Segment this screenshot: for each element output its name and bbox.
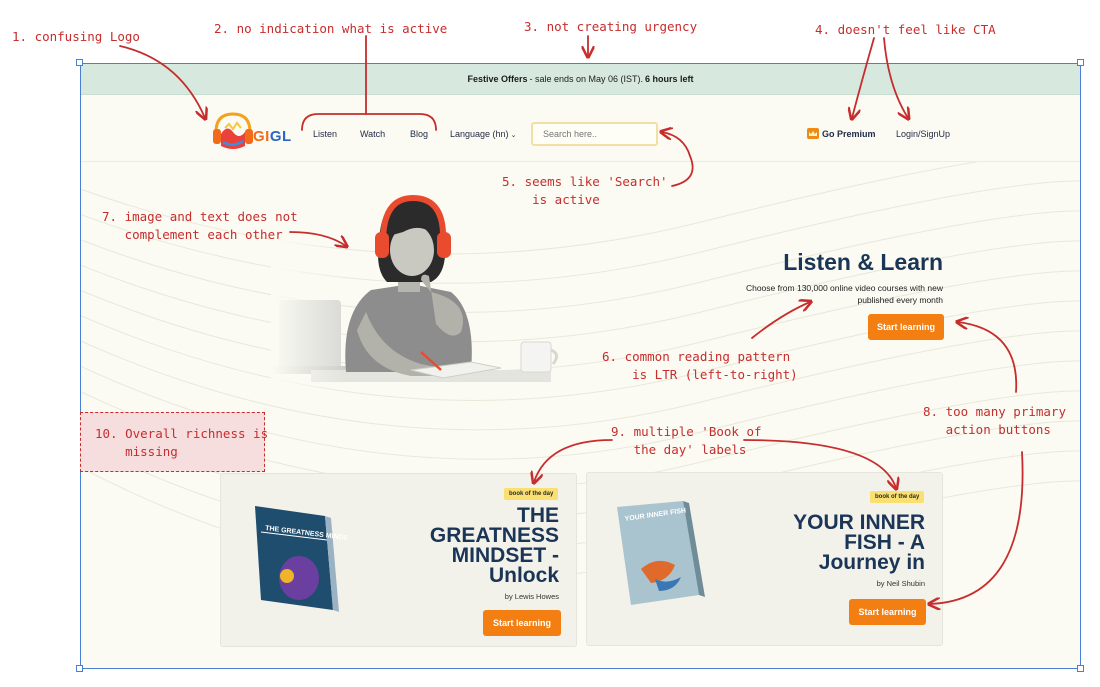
nav-watch[interactable]: Watch bbox=[360, 129, 386, 139]
nav-divider bbox=[81, 161, 1080, 162]
annotation-5: 5. seems like 'Search' is active bbox=[502, 174, 668, 207]
offer-banner: Festive Offers - sale ends on May 06 (IS… bbox=[81, 64, 1080, 95]
book-cover-your-inner-fish[interactable]: YOUR INNER FISH bbox=[611, 499, 711, 611]
book-cover-greatness-mindset[interactable]: THE GREATNESS MINDSET bbox=[247, 502, 347, 614]
frame-resize-handle[interactable] bbox=[1077, 665, 1084, 672]
book-author: by Lewis Howes bbox=[504, 592, 559, 601]
book-title-line: MINDSET - bbox=[451, 544, 559, 567]
frame-resize-handle[interactable] bbox=[1077, 59, 1084, 66]
logo-text[interactable]: GIGL bbox=[253, 128, 292, 145]
book-start-learning-button[interactable]: Start learning bbox=[483, 610, 561, 636]
nav-listen[interactable]: Listen bbox=[313, 129, 338, 139]
offer-text: - sale ends on May 06 (IST). bbox=[529, 74, 644, 84]
go-premium-label: Go Premium bbox=[822, 128, 876, 139]
book-title: THE GREATNESS MINDSET - Unlock bbox=[429, 504, 559, 587]
annotation-6: 6. common reading pattern is LTR (left-t… bbox=[602, 349, 798, 382]
book-title-line: Journey in bbox=[818, 551, 925, 574]
annotation-1: 1. confusing Logo bbox=[12, 29, 140, 44]
search-input[interactable] bbox=[531, 122, 658, 146]
annotation-4: 4. doesn't feel like CTA bbox=[815, 22, 996, 37]
logo-text-part-2: GL bbox=[269, 128, 292, 145]
book-title-line: THE bbox=[517, 504, 559, 527]
book-of-the-day-badge: book of the day bbox=[870, 491, 925, 503]
book-title-line: YOUR INNER bbox=[793, 511, 925, 534]
crown-icon bbox=[807, 128, 819, 139]
book-title-line: GREATNESS bbox=[429, 524, 559, 547]
annotation-10: 10. Overall richness is missing bbox=[95, 426, 269, 459]
website-frame: Festive Offers - sale ends on May 06 (IS… bbox=[80, 63, 1081, 669]
logo-text-part-1: GI bbox=[253, 128, 270, 145]
book-title: YOUR INNER FISH - A Journey in bbox=[793, 511, 925, 574]
annotation-box-richness bbox=[80, 412, 265, 472]
book-of-the-day-badge: book of the day bbox=[504, 488, 559, 500]
annotation-8: 8. too many primary action buttons bbox=[923, 404, 1066, 437]
book-author: by Neil Shubin bbox=[876, 579, 925, 588]
headphone-logo-icon[interactable] bbox=[211, 110, 291, 152]
hero-illustration bbox=[271, 192, 561, 392]
hero-title: Listen & Learn bbox=[783, 249, 943, 275]
login-signup-link[interactable]: Login/SignUp bbox=[896, 129, 951, 139]
chevron-down-icon: ⌄ bbox=[510, 132, 517, 139]
book-title-line: Unlock bbox=[488, 564, 559, 587]
book-title-line: FISH - A bbox=[844, 531, 925, 554]
annotation-7: 7. image and text does not complement ea… bbox=[102, 209, 298, 242]
hero-start-learning-button[interactable]: Start learning bbox=[868, 314, 944, 340]
book-card[interactable]: book of the day THE GREATNESS MINDSET TH… bbox=[220, 473, 577, 647]
offer-countdown: 6 hours left bbox=[645, 74, 694, 84]
nav-language-dropdown[interactable]: Language (hn)⌄ bbox=[450, 129, 516, 139]
book-card[interactable]: book of the day YOUR INNER FISH YOUR INN… bbox=[586, 472, 943, 646]
annotation-9: 9. multiple 'Book of the day' labels bbox=[611, 424, 762, 457]
hero-subtitle: Choose from 130,000 online video courses… bbox=[745, 283, 943, 305]
nav-blog[interactable]: Blog bbox=[410, 129, 429, 139]
language-label: Language (hn) bbox=[450, 129, 509, 139]
frame-resize-handle[interactable] bbox=[76, 59, 83, 66]
book-start-learning-button[interactable]: Start learning bbox=[849, 599, 926, 625]
frame-resize-handle[interactable] bbox=[76, 665, 83, 672]
annotation-2: 2. no indication what is active bbox=[214, 21, 448, 36]
go-premium-link[interactable]: Go Premium bbox=[807, 128, 876, 139]
annotation-3: 3. not creating urgency bbox=[524, 19, 698, 34]
offer-label: Festive Offers bbox=[467, 74, 528, 84]
